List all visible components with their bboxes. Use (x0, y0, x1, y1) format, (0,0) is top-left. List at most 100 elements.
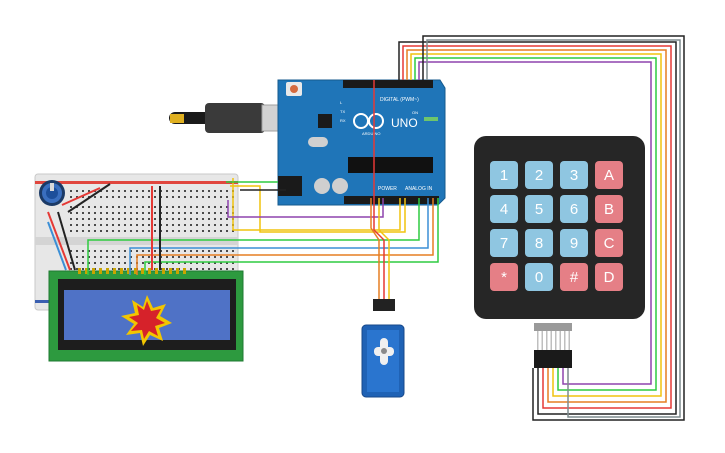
breadboard-hole[interactable] (172, 224, 174, 226)
breadboard-hole[interactable] (190, 230, 192, 232)
breadboard-hole[interactable] (118, 196, 120, 198)
breadboard-hole[interactable] (202, 218, 204, 220)
breadboard-hole[interactable] (172, 212, 174, 214)
breadboard-hole[interactable] (82, 212, 84, 214)
breadboard-hole[interactable] (106, 196, 108, 198)
breadboard-hole[interactable] (184, 250, 186, 252)
breadboard-hole[interactable] (190, 190, 192, 192)
breadboard-hole[interactable] (124, 256, 126, 258)
breadboard-hole[interactable] (202, 230, 204, 232)
keypad-key-A[interactable]: A (595, 161, 623, 189)
breadboard-hole[interactable] (202, 190, 204, 192)
breadboard-hole[interactable] (214, 230, 216, 232)
breadboard-hole[interactable] (82, 218, 84, 220)
breadboard-hole[interactable] (124, 196, 126, 198)
breadboard-hole[interactable] (208, 190, 210, 192)
breadboard-hole[interactable] (124, 190, 126, 192)
breadboard-hole[interactable] (172, 268, 174, 270)
keypad-key-B[interactable]: B (595, 195, 623, 223)
breadboard-hole[interactable] (142, 256, 144, 258)
keypad-key-2[interactable]: 2 (525, 161, 553, 189)
breadboard-hole[interactable] (178, 256, 180, 258)
lcd-pin[interactable] (141, 268, 144, 274)
breadboard-hole[interactable] (118, 218, 120, 220)
breadboard-hole[interactable] (124, 218, 126, 220)
breadboard-hole[interactable] (202, 224, 204, 226)
breadboard-hole[interactable] (142, 230, 144, 232)
breadboard-hole[interactable] (190, 256, 192, 258)
breadboard-hole[interactable] (226, 196, 228, 198)
breadboard-hole[interactable] (88, 218, 90, 220)
breadboard-hole[interactable] (166, 224, 168, 226)
breadboard-hole[interactable] (148, 256, 150, 258)
breadboard-hole[interactable] (70, 224, 72, 226)
breadboard-hole[interactable] (220, 196, 222, 198)
keypad-pin[interactable] (546, 331, 548, 350)
breadboard-hole[interactable] (214, 256, 216, 258)
breadboard-hole[interactable] (148, 230, 150, 232)
breadboard-hole[interactable] (196, 230, 198, 232)
breadboard-hole[interactable] (196, 262, 198, 264)
breadboard-hole[interactable] (148, 224, 150, 226)
breadboard-hole[interactable] (214, 262, 216, 264)
breadboard-hole[interactable] (184, 196, 186, 198)
breadboard-hole[interactable] (226, 224, 228, 226)
breadboard-hole[interactable] (172, 218, 174, 220)
breadboard-hole[interactable] (154, 190, 156, 192)
breadboard-hole[interactable] (196, 250, 198, 252)
breadboard-hole[interactable] (106, 250, 108, 252)
arduino-uno-board[interactable]: UNO ARDUINO DIGITAL (PWM~) POWER ANALOG … (277, 79, 446, 206)
breadboard-hole[interactable] (184, 206, 186, 208)
breadboard-hole[interactable] (118, 206, 120, 208)
servo-motor[interactable] (361, 299, 405, 398)
breadboard-hole[interactable] (112, 196, 114, 198)
breadboard-hole[interactable] (94, 212, 96, 214)
breadboard-hole[interactable] (232, 230, 234, 232)
breadboard-hole[interactable] (94, 256, 96, 258)
breadboard-hole[interactable] (142, 250, 144, 252)
breadboard-hole[interactable] (112, 224, 114, 226)
breadboard-hole[interactable] (172, 250, 174, 252)
lcd-pin[interactable] (148, 268, 151, 274)
breadboard-hole[interactable] (166, 256, 168, 258)
breadboard-hole[interactable] (130, 256, 132, 258)
breadboard-hole[interactable] (106, 190, 108, 192)
breadboard-hole[interactable] (148, 212, 150, 214)
breadboard-hole[interactable] (136, 190, 138, 192)
breadboard-hole[interactable] (130, 196, 132, 198)
breadboard-hole[interactable] (196, 196, 198, 198)
breadboard-hole[interactable] (100, 262, 102, 264)
breadboard-hole[interactable] (178, 262, 180, 264)
breadboard-hole[interactable] (106, 206, 108, 208)
breadboard-hole[interactable] (184, 212, 186, 214)
breadboard-hole[interactable] (70, 190, 72, 192)
breadboard-hole[interactable] (166, 250, 168, 252)
breadboard-hole[interactable] (118, 268, 120, 270)
breadboard-hole[interactable] (196, 268, 198, 270)
breadboard-hole[interactable] (226, 250, 228, 252)
breadboard-hole[interactable] (124, 250, 126, 252)
breadboard-hole[interactable] (202, 212, 204, 214)
breadboard-hole[interactable] (154, 206, 156, 208)
breadboard-hole[interactable] (184, 224, 186, 226)
breadboard-hole[interactable] (112, 206, 114, 208)
breadboard-hole[interactable] (76, 196, 78, 198)
breadboard-hole[interactable] (226, 212, 228, 214)
breadboard-hole[interactable] (178, 206, 180, 208)
breadboard-hole[interactable] (178, 196, 180, 198)
breadboard-hole[interactable] (112, 256, 114, 258)
keypad-key-9[interactable]: 9 (560, 229, 588, 257)
lcd-pin[interactable] (120, 268, 123, 274)
breadboard-hole[interactable] (196, 206, 198, 208)
breadboard-hole[interactable] (70, 262, 72, 264)
breadboard-hole[interactable] (70, 212, 72, 214)
breadboard-hole[interactable] (220, 212, 222, 214)
breadboard-hole[interactable] (94, 230, 96, 232)
breadboard-hole[interactable] (70, 196, 72, 198)
breadboard-hole[interactable] (220, 190, 222, 192)
breadboard-hole[interactable] (118, 230, 120, 232)
lcd-pin[interactable] (78, 268, 81, 274)
lcd-pin[interactable] (113, 268, 116, 274)
breadboard-hole[interactable] (130, 230, 132, 232)
